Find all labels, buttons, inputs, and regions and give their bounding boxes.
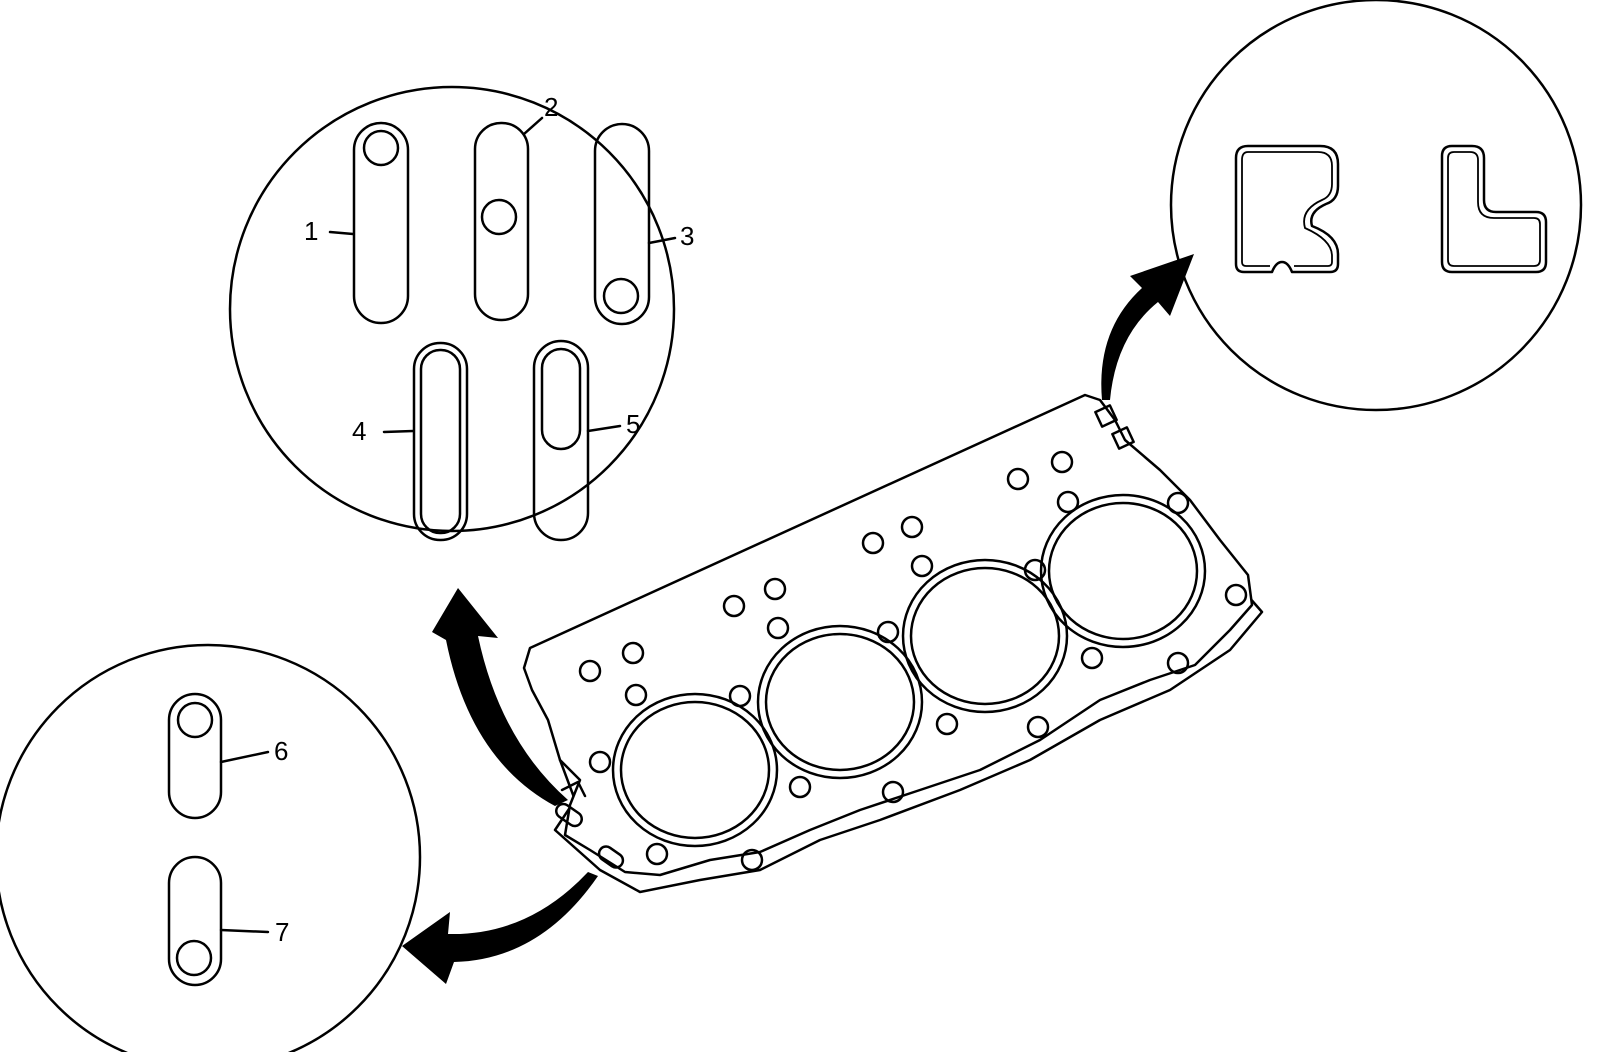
- gasket-hole: [624, 683, 648, 707]
- cylinder-head-gasket: [522, 393, 1264, 894]
- callout-1: 1: [304, 216, 318, 246]
- detail-arrows: [402, 254, 1194, 984]
- gasket-hole: [881, 780, 905, 804]
- gasket-hole: [578, 659, 602, 683]
- id-shape-left: [1440, 144, 1548, 274]
- callout-5: 5: [626, 409, 640, 439]
- id-slot-4: 4: [352, 341, 469, 542]
- gasket-hole: [861, 531, 885, 555]
- gasket-hole: [728, 684, 752, 708]
- detail-circle-top-right: [1169, 0, 1583, 412]
- gasket-holes: [578, 450, 1248, 872]
- cylinder-bore-1-inner: [619, 700, 771, 840]
- gasket-hole: [1224, 583, 1248, 607]
- id-slot-1: 1: [304, 121, 410, 325]
- gasket-hole: [1056, 490, 1080, 514]
- gasket-hole: [1026, 715, 1050, 739]
- id-slot-5: 5: [532, 339, 640, 542]
- cylinder-bores: [611, 493, 1207, 848]
- gasket-hole: [1006, 467, 1030, 491]
- cylinder-bore-1: [611, 692, 779, 848]
- gasket-hole: [1023, 558, 1047, 582]
- detail-circle-top: [228, 85, 676, 533]
- gasket-id-mark-rear: [1094, 404, 1135, 450]
- id-slot-2: 2: [473, 92, 558, 322]
- gasket-hole: [1050, 450, 1074, 474]
- gasket-hole: [621, 641, 645, 665]
- gasket-id-mark-front: [554, 802, 625, 871]
- gasket-hole: [935, 712, 959, 736]
- cylinder-bore-3: [901, 558, 1069, 714]
- gasket-hole: [788, 775, 812, 799]
- gasket-hole: [588, 750, 612, 774]
- callout-2: 2: [544, 92, 558, 122]
- gasket-hole: [900, 515, 924, 539]
- detail-view-top-right: [1169, 0, 1583, 412]
- id-slot-6: 6: [167, 692, 288, 820]
- callout-7: 7: [275, 917, 289, 947]
- cylinder-bore-2-inner: [764, 632, 916, 772]
- gasket-hole: [876, 620, 900, 644]
- gasket-hole: [763, 577, 787, 601]
- detail-view-top: 1 2 3 4 5: [228, 85, 694, 542]
- callout-4: 4: [352, 416, 366, 446]
- gasket-hole: [722, 594, 746, 618]
- gasket-hole: [1166, 491, 1190, 515]
- id-slot-3: 3: [593, 122, 694, 326]
- id-slot-7: 7: [167, 855, 289, 987]
- gasket-notch: [560, 780, 587, 798]
- detail-view-bottom-left: 6 7: [0, 643, 422, 1052]
- arrow-to-bottom-left-detail: [402, 872, 598, 984]
- cylinder-bore-3-inner: [909, 566, 1061, 706]
- cylinder-bore-2: [756, 624, 924, 780]
- callout-6: 6: [274, 736, 288, 766]
- cylinder-bore-4: [1039, 493, 1207, 649]
- gasket-hole: [645, 842, 669, 866]
- detail-circle-bottom-left: [0, 643, 422, 1052]
- arrow-to-top-detail: [432, 588, 568, 806]
- id-shape-right: [1234, 144, 1340, 274]
- callout-3: 3: [680, 221, 694, 251]
- gasket-hole: [766, 616, 790, 640]
- gasket-hole: [740, 848, 764, 872]
- gasket-hole: [1166, 651, 1190, 675]
- arrow-to-top-right-detail: [1101, 254, 1194, 400]
- cylinder-bore-4-inner: [1047, 501, 1199, 641]
- gasket-hole: [910, 554, 934, 578]
- gasket-hole: [1080, 646, 1104, 670]
